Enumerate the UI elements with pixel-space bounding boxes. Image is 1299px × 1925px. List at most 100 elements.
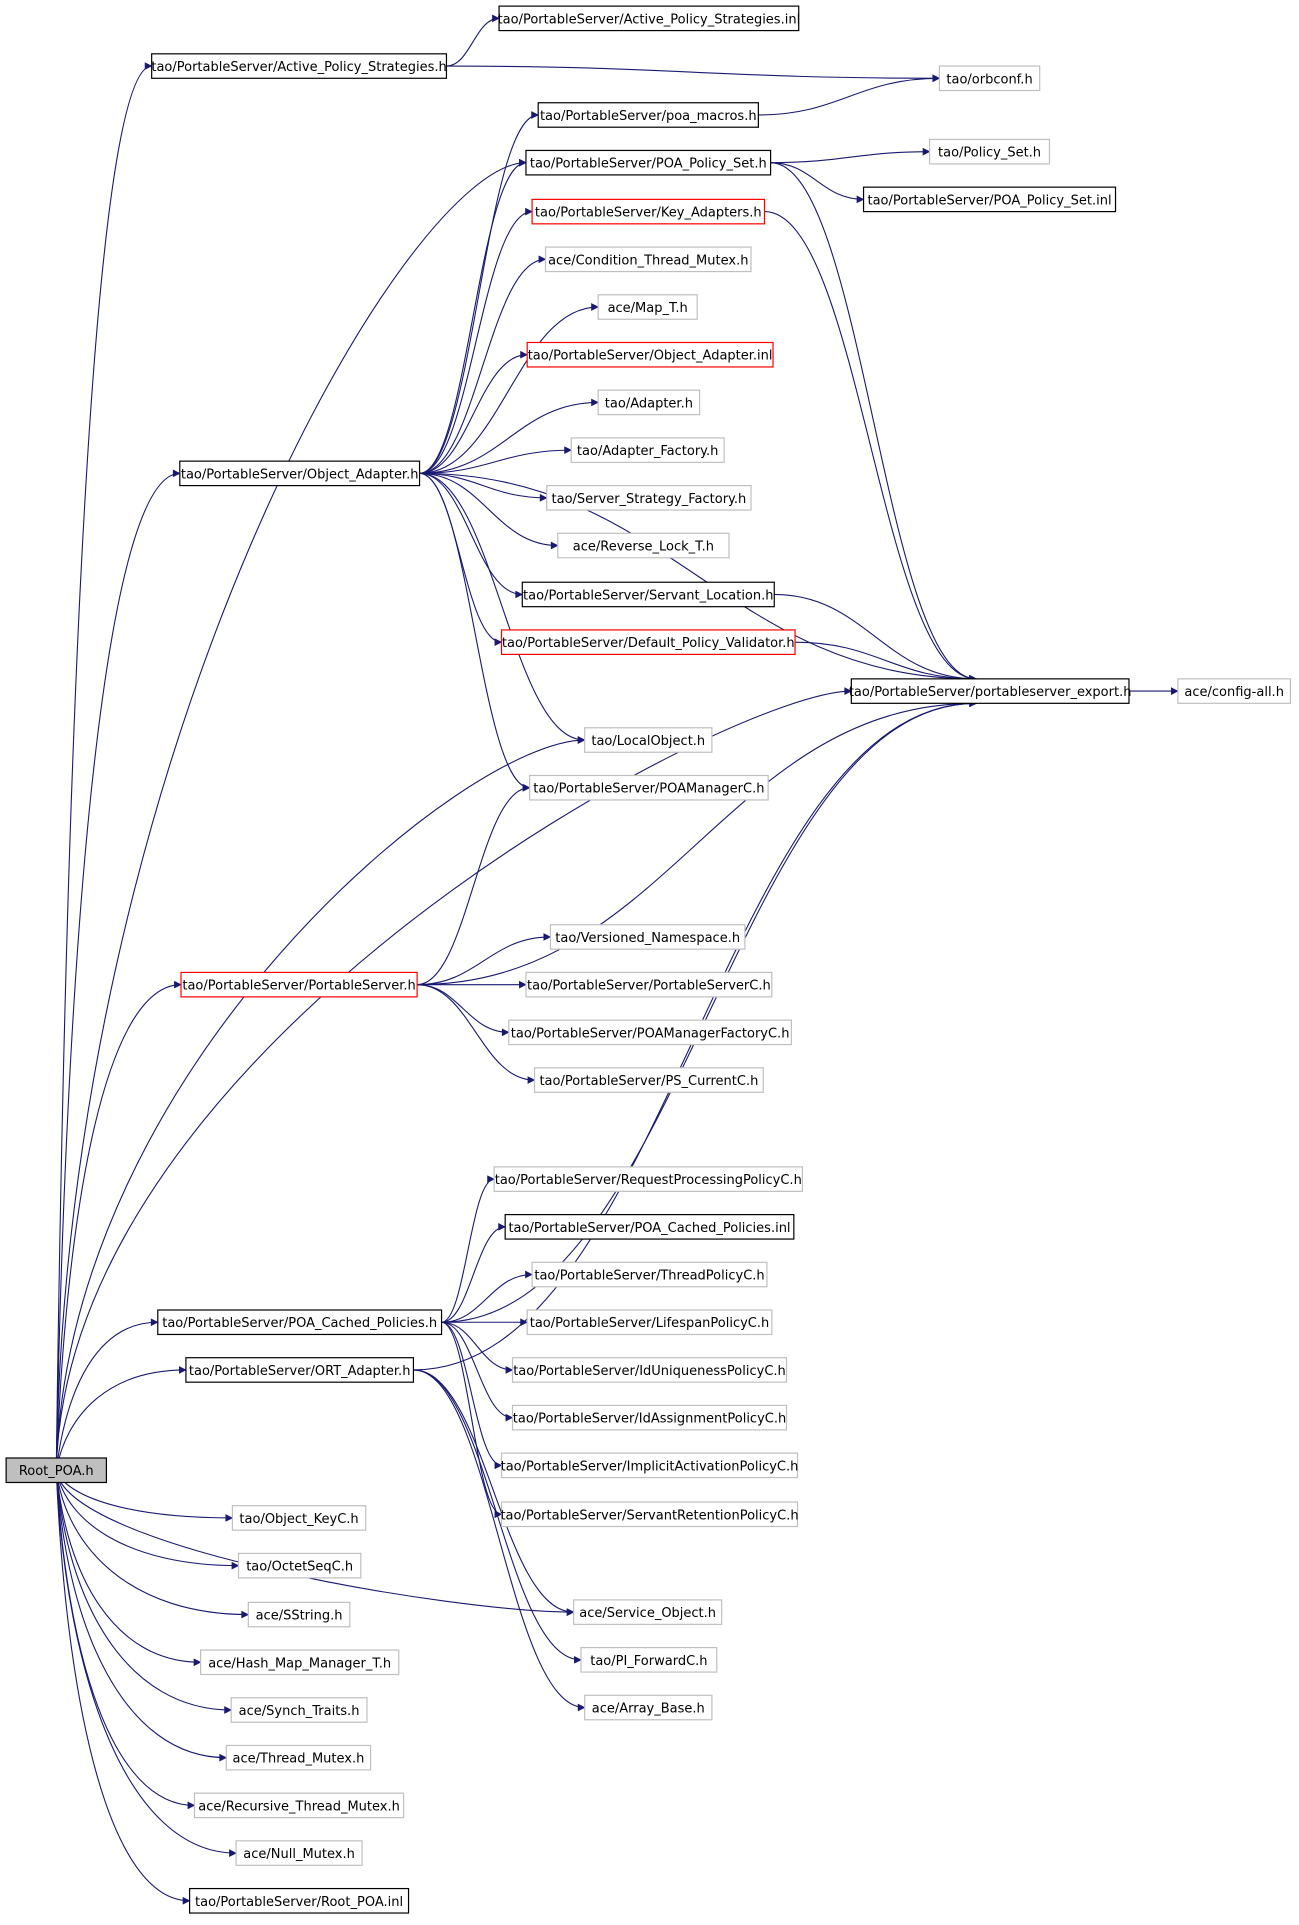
node-ps-current-c[interactable]: tao/PortableServer/PS_CurrentC.h: [533, 1067, 764, 1093]
node-pps-inl[interactable]: tao/PortableServer/POA_Policy_Set.inl: [862, 186, 1117, 213]
node-lifespan-c[interactable]: tao/PortableServer/LifespanPolicyC.h: [526, 1309, 773, 1336]
edge-root-to-oa_h: [55, 469, 181, 1471]
edge-oa_h-to-cond_mutex: [419, 255, 547, 474]
node-versioned-ns[interactable]: tao/Versioned_Namespace.h: [549, 924, 746, 950]
edge-dpv-to-ps_export: [795, 641, 978, 683]
node-rev-lock[interactable]: ace/Reverse_Lock_T.h: [557, 532, 730, 559]
node-poamgr-c[interactable]: tao/PortableServer/POAManagerC.h: [529, 774, 769, 801]
node-idassign-c[interactable]: tao/PortableServer/IdAssignmentPolicyC.h: [511, 1404, 788, 1431]
node-box: [179, 460, 421, 487]
edge-ps_h-to-poamgr_c: [417, 783, 531, 986]
node-ssf[interactable]: tao/Server_Strategy_Factory.h: [546, 484, 752, 511]
node-service-object[interactable]: ace/Service_Object.h: [573, 1599, 723, 1625]
node-box: [493, 1166, 803, 1192]
node-thread-mutex[interactable]: ace/Thread_Mutex.h: [225, 1744, 372, 1771]
node-config-all[interactable]: ace/config-all.h: [1177, 678, 1292, 704]
node-servant-loc[interactable]: tao/PortableServer/Servant_Location.h: [521, 581, 775, 608]
node-box: [525, 149, 772, 176]
node-box: [529, 774, 769, 801]
node-array-base[interactable]: ace/Array_Base.h: [584, 1694, 713, 1721]
edge-ort_adapter-to-service_object: [413, 1369, 575, 1616]
node-ort-adapter[interactable]: tao/PortableServer/ORT_Adapter.h: [185, 1357, 415, 1383]
node-sstring[interactable]: ace/SString.h: [247, 1601, 351, 1628]
node-root-poa-inl[interactable]: tao/PortableServer/Root_POA.inl: [188, 1887, 410, 1914]
node-label: tao/PortableServer/Active_Policy_Strateg…: [498, 12, 801, 27]
edge-ps_h-to-poamgr_fac_c: [417, 984, 510, 1037]
edge-ps_h-to-ps_current_c: [417, 984, 536, 1084]
node-box: [180, 971, 418, 998]
edge-root-to-octet_seq_c: [55, 1470, 240, 1570]
node-label: ace/Reverse_Lock_T.h: [573, 540, 714, 555]
node-orbconf[interactable]: tao/orbconf.h: [938, 65, 1041, 92]
edge-pps_h-to-policy_set: [770, 147, 931, 164]
node-null-mutex[interactable]: ace/Null_Mutex.h: [235, 1840, 363, 1866]
edge-root-to-ort_adapter: [55, 1366, 187, 1471]
node-label: ace/Map_T.h: [608, 301, 688, 316]
node-synch-traits[interactable]: ace/Synch_Traits.h: [230, 1697, 368, 1723]
node-box: [157, 1309, 443, 1336]
node-object-key-c[interactable]: tao/Object_KeyC.h: [231, 1505, 367, 1531]
node-octet-seq-c[interactable]: tao/OctetSeqC.h: [237, 1552, 362, 1579]
node-map-t[interactable]: ace/Map_T.h: [597, 294, 698, 320]
node-cond-mutex[interactable]: ace/Condition_Thread_Mutex.h: [544, 246, 752, 273]
node-box: [573, 1599, 723, 1625]
node-label: tao/PortableServer/POAManagerFactoryC.h: [511, 1026, 790, 1041]
edge-oa_h-to-poamgr_c: [419, 472, 531, 792]
node-oa-h[interactable]: tao/PortableServer/Object_Adapter.h: [179, 460, 421, 487]
node-label: tao/Object_KeyC.h: [239, 1512, 358, 1527]
node-box: [938, 65, 1041, 92]
node-label: ace/Synch_Traits.h: [239, 1704, 360, 1719]
node-rpp-c[interactable]: tao/PortableServer/RequestProcessingPoli…: [493, 1166, 803, 1192]
node-box: [237, 1552, 362, 1579]
node-box: [549, 924, 746, 950]
node-ps-export[interactable]: tao/PortableServer/portableserver_export…: [849, 678, 1132, 704]
node-hash-map[interactable]: ace/Hash_Map_Manager_T.h: [199, 1649, 400, 1676]
node-ps-h[interactable]: tao/PortableServer/PortableServer.h: [180, 971, 418, 998]
node-label: tao/PortableServer/ThreadPolicyC.h: [534, 1269, 764, 1284]
node-box: [544, 246, 752, 273]
node-servret-c[interactable]: tao/PortableServer/ServantRetentionPolic…: [500, 1501, 799, 1528]
node-box: [511, 1357, 788, 1383]
edge-root-to-null_mutex: [55, 1470, 237, 1857]
node-root[interactable]: Root_POA.h: [5, 1457, 108, 1484]
node-pcp-h[interactable]: tao/PortableServer/POA_Cached_Policies.h: [157, 1309, 443, 1336]
edge-aps_h-to-aps_inl: [446, 14, 500, 67]
node-poamgr-fac-c[interactable]: tao/PortableServer/POAManagerFactoryC.h: [508, 1019, 792, 1046]
node-label: tao/PortableServer/poa_macros.h: [540, 109, 757, 124]
node-policy-set[interactable]: tao/Policy_Set.h: [929, 138, 1051, 165]
node-dpv[interactable]: tao/PortableServer/Default_Policy_Valida…: [500, 629, 796, 655]
node-label: ace/Null_Mutex.h: [243, 1847, 355, 1862]
edge-oa_h-to-local_object: [419, 472, 586, 744]
node-adapter[interactable]: tao/Adapter.h: [597, 389, 701, 416]
edge-root-to-hash_map: [55, 1470, 202, 1667]
node-adapter-factory[interactable]: tao/Adapter_Factory.h: [570, 437, 725, 463]
node-box: [225, 1744, 372, 1771]
node-local-object[interactable]: tao/LocalObject.h: [584, 727, 713, 753]
edge-pcp_h-to-thread_pol_c: [441, 1270, 533, 1323]
node-thread-pol-c[interactable]: tao/PortableServer/ThreadPolicyC.h: [531, 1261, 768, 1288]
node-aps-h[interactable]: tao/PortableServer/Active_Policy_Strateg…: [151, 53, 448, 79]
node-pi-forward-c[interactable]: tao/PI_ForwardC.h: [580, 1647, 718, 1673]
node-label: tao/LocalObject.h: [591, 734, 705, 749]
node-pps-h[interactable]: tao/PortableServer/POA_Policy_Set.h: [525, 149, 772, 176]
node-aps-inl[interactable]: tao/PortableServer/Active_Policy_Strateg…: [498, 5, 801, 32]
node-iduniq-c[interactable]: tao/PortableServer/IdUniquenessPolicyC.h: [511, 1357, 788, 1383]
edge-pcp_h-to-implicit_c: [441, 1321, 503, 1470]
edge-root-to-ps_export: [55, 687, 853, 1471]
node-pcp-inl[interactable]: tao/PortableServer/POA_Cached_Policies.i…: [504, 1214, 795, 1240]
node-poa-macros[interactable]: tao/PortableServer/poa_macros.h: [537, 102, 759, 128]
node-rec-thread-mutex[interactable]: ace/Recursive_Thread_Mutex.h: [193, 1792, 405, 1819]
node-box: [537, 102, 759, 128]
node-ps-c[interactable]: tao/PortableServer/PortableServerC.h: [525, 971, 773, 998]
node-label: tao/PortableServer/PortableServerC.h: [527, 979, 771, 994]
edge-oa_h-to-servant_loc: [419, 472, 524, 599]
node-label: tao/PortableServer/ImplicitActivationPol…: [501, 1459, 799, 1474]
node-key-adapters[interactable]: tao/PortableServer/Key_Adapters.h: [531, 198, 766, 225]
node-label: Root_POA.h: [19, 1464, 94, 1479]
node-oa-inl[interactable]: tao/PortableServer/Object_Adapter.inl: [526, 341, 774, 368]
node-box: [584, 727, 713, 753]
node-implicit-c[interactable]: tao/PortableServer/ImplicitActivationPol…: [501, 1452, 799, 1479]
node-box: [533, 1067, 764, 1093]
edge-oa_h-to-ssf: [419, 472, 548, 502]
